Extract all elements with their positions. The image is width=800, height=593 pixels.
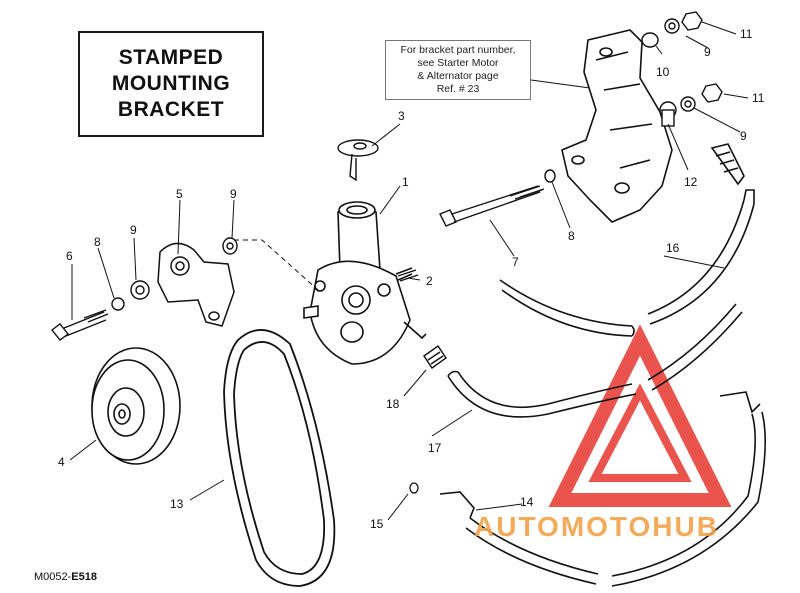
callout-9-c: 9	[704, 45, 711, 59]
callout-10: 10	[656, 65, 670, 79]
long-bolt	[439, 185, 545, 227]
title-line-2: MOUNTING	[111, 72, 231, 95]
title-line-3: BRACKET	[117, 98, 225, 121]
fitting-18	[423, 345, 447, 369]
callout-numbers: 1 2 3 4 5 6 7 8 8 9 9 9 9 10 11 11 12 13…	[58, 27, 765, 531]
callout-6: 6	[66, 249, 73, 263]
hardware-upper-right	[544, 11, 723, 183]
pulley	[91, 347, 181, 465]
callout-9-d: 9	[740, 129, 747, 143]
callout-8-left: 8	[94, 235, 101, 249]
callout-1: 1	[402, 175, 409, 189]
note-leader	[530, 79, 591, 89]
callout-4: 4	[58, 455, 65, 469]
leader-lines	[69, 21, 749, 521]
alignment-line	[234, 239, 319, 291]
figure-code-suffix: E518	[71, 571, 97, 583]
callout-7: 7	[512, 255, 519, 269]
callout-2: 2	[426, 274, 433, 288]
callout-15: 15	[370, 517, 384, 531]
watermark-logo	[548, 324, 732, 507]
steering-pump	[303, 201, 427, 365]
note-line-2: see Starter Motor	[417, 57, 499, 69]
mounting-bracket	[561, 29, 673, 223]
callout-9-a: 9	[130, 223, 137, 237]
reservoir-cap	[337, 139, 379, 182]
callout-17: 17	[428, 441, 442, 455]
short-bolt	[51, 309, 109, 341]
callout-11-b: 11	[752, 91, 765, 105]
o-ring	[409, 482, 419, 494]
callout-11-a: 11	[740, 27, 753, 41]
small-bracket	[157, 242, 235, 327]
drive-belt	[223, 329, 336, 587]
figure-code-prefix: M0052-	[34, 571, 72, 583]
callout-18: 18	[386, 397, 400, 411]
note-line-1: For bracket part number,	[400, 44, 516, 56]
callout-16: 16	[666, 241, 680, 255]
callout-5: 5	[176, 187, 183, 201]
callout-12: 12	[684, 175, 698, 189]
bracket-note-box: For bracket part number, see Starter Mot…	[385, 40, 531, 100]
callout-8-right: 8	[568, 229, 575, 243]
callout-3: 3	[398, 109, 405, 123]
pressure-hose-14	[439, 391, 766, 587]
callout-13: 13	[170, 497, 184, 511]
hose-17	[447, 303, 743, 418]
title-box: STAMPED MOUNTING BRACKET	[78, 31, 264, 137]
hardware-left	[111, 237, 238, 311]
title-line-1: STAMPED	[118, 46, 224, 69]
figure-code: M0052-E518	[34, 571, 97, 583]
note-line-3: & Alternator page	[417, 70, 499, 82]
note-line-4: Ref. # 23	[436, 83, 480, 95]
callout-14: 14	[520, 495, 534, 509]
callout-9-b: 9	[230, 187, 237, 201]
watermark-brand: AUTOMOTOHUB	[474, 511, 719, 542]
hose-16	[499, 143, 755, 337]
